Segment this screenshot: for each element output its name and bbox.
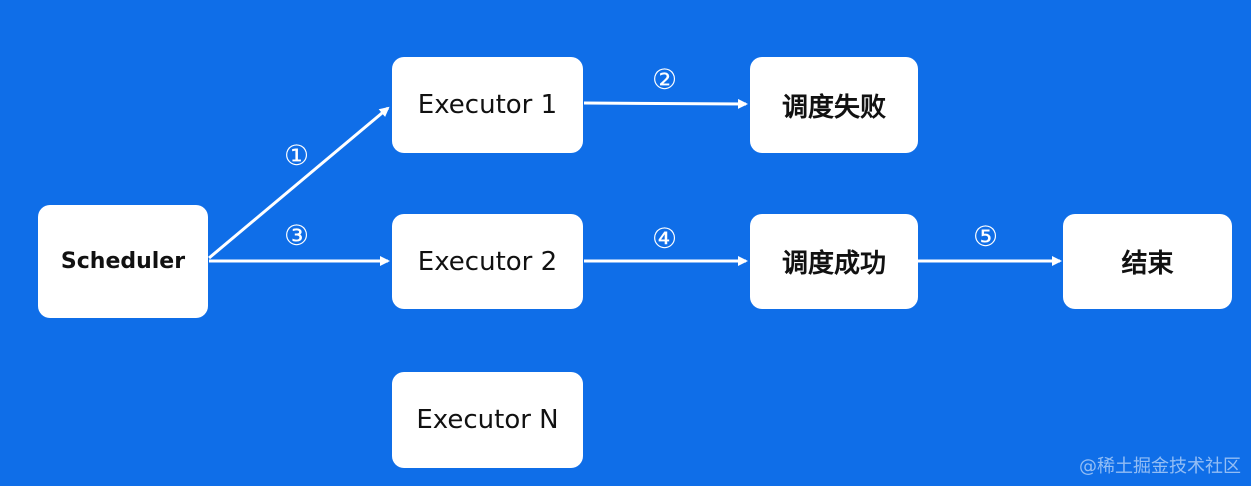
step-5-label: ⑤ [973,220,999,253]
step-1-label: ① [284,139,310,172]
executor-1-node: Executor 1 [392,57,583,153]
edge-scheduler-executor1 [208,106,390,260]
end-node: 结束 [1063,214,1232,309]
schedule-failed-node: 调度失败 [750,57,918,153]
step-3-label: ③ [284,219,310,252]
step-2-label: ② [652,63,678,96]
executor-2-node: Executor 2 [392,214,583,309]
executor-2-label: Executor 2 [417,246,558,277]
scheduler-node: Scheduler [38,205,208,318]
scheduler-label: Scheduler [60,249,186,274]
executor-1-label: Executor 1 [417,90,558,120]
schedule-failed-label: 调度失败 [781,92,886,123]
schedule-success-node: 调度成功 [750,214,918,309]
step-4-label: ④ [652,222,678,255]
executor-n-node: Executor N [392,372,583,468]
edge-executor1-failed [583,98,748,109]
executor-n-label: Executor N [416,405,559,435]
schedule-success-label: 调度成功 [781,249,886,279]
watermark-text: @稀土掘金技术社区 [1079,456,1241,477]
end-label: 结束 [1121,249,1174,279]
